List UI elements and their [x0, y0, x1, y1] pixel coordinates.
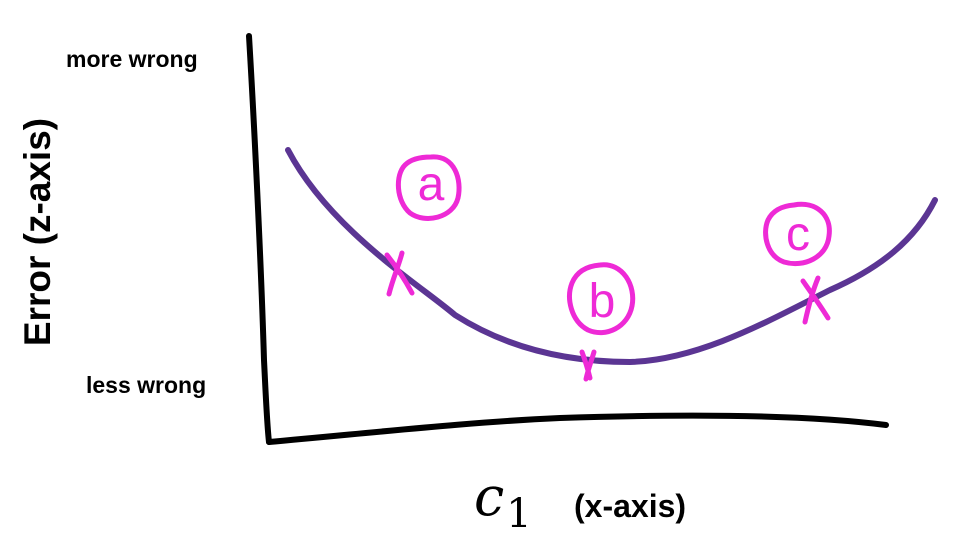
x-axis-symbol-subscript: 1	[506, 491, 532, 537]
point-c-marker	[800, 275, 831, 325]
point-a-circle	[395, 154, 462, 221]
y-axis-bottom-label: less wrong	[86, 372, 207, 398]
point-a	[384, 154, 462, 297]
point-b-circle	[567, 262, 636, 336]
point-a-label: a	[418, 158, 445, 211]
point-b-label: b	[589, 275, 616, 328]
point-c-label: c	[786, 208, 810, 261]
y-axis-title: Error (z-axis)	[17, 117, 58, 347]
point-c	[763, 201, 832, 325]
y-axis-line	[246, 33, 272, 445]
point-b	[567, 262, 636, 382]
point-b-marker	[579, 349, 597, 382]
y-axis-top-label: more wrong	[66, 46, 198, 72]
x-axis-symbol-letter: c	[474, 465, 505, 528]
x-axis-symbol: c1	[474, 470, 532, 535]
point-a-marker	[384, 250, 415, 297]
x-axis-title: (x-axis)	[574, 488, 687, 524]
x-axis-line	[266, 412, 889, 445]
point-c-circle	[763, 201, 832, 267]
